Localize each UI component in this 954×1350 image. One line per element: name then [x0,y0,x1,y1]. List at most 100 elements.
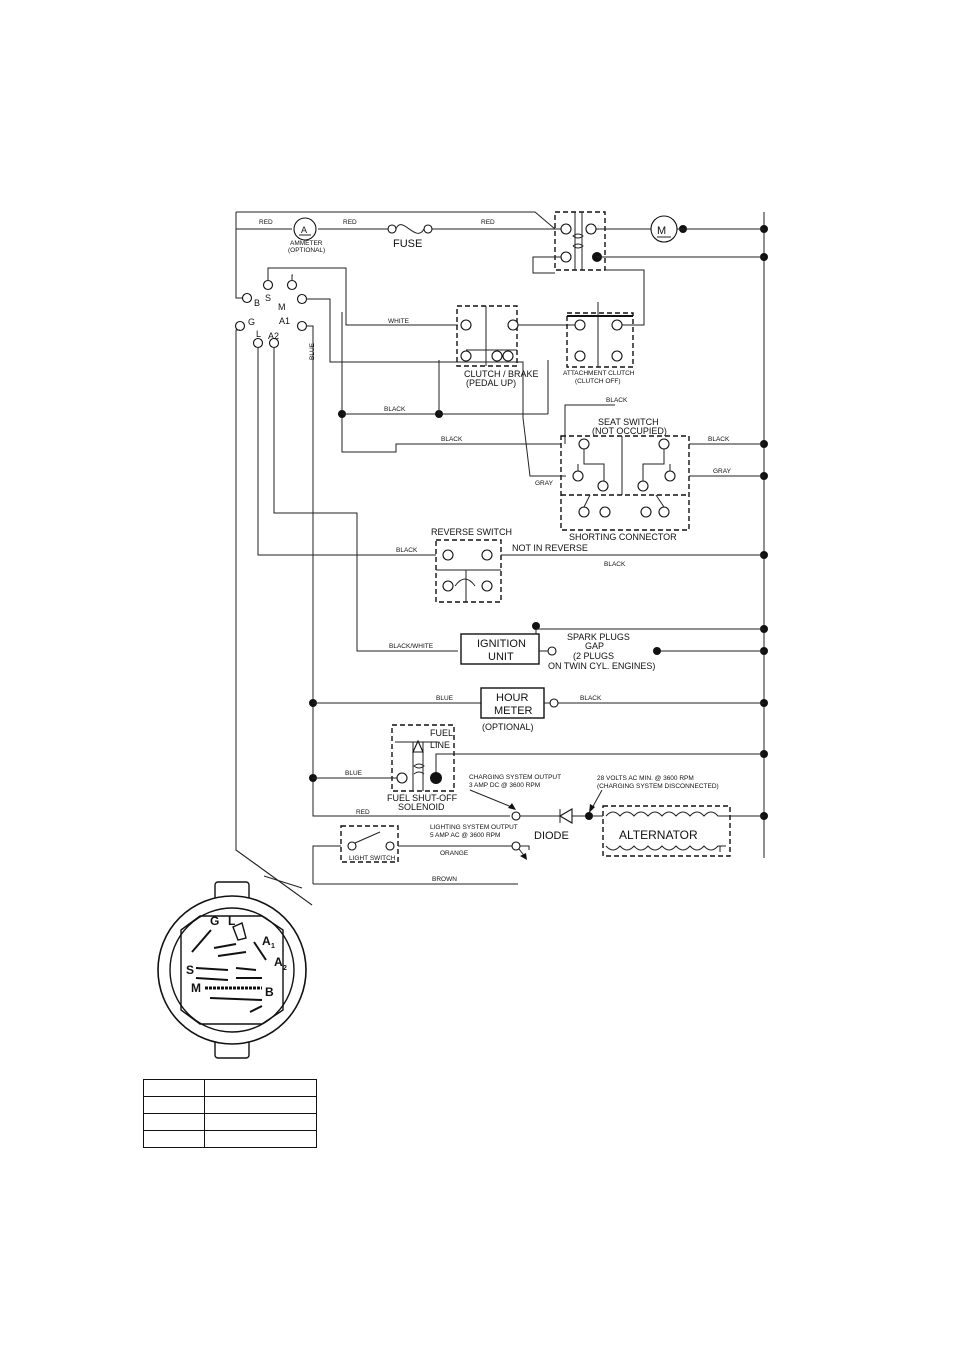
wire-label-black-white: BLACK/WHITE [389,643,434,650]
clutch-brake-switch: CLUTCH / BRAKE (PEDAL UP) [456,305,539,388]
ammeter-optional: (OPTIONAL) [288,247,325,254]
volts-label-1: 28 VOLTS AC MIN. @ 3600 RPM [597,775,694,782]
ignition-unit-label-2: UNIT [488,651,514,663]
connector-pin-m: M [191,981,201,995]
seat-switch-label-1: SEAT SWITCH [598,417,659,427]
starter-motor: M [596,215,764,258]
alternator-label: ALTERNATOR [619,828,698,842]
shorting-connector-label: SHORTING CONNECTOR [569,532,677,542]
table-cell [143,1130,205,1148]
wire-label-blue-hour: BLUE [436,695,454,702]
charging-output-label-1: CHARGING SYSTEM OUTPUT [469,774,561,781]
table-cell [143,1113,205,1131]
lighting-output-label-1: LIGHTING SYSTEM OUTPUT [430,824,518,831]
ignition-terminal-l: L [256,329,261,339]
table-cell [204,1079,317,1097]
wire-label-black-clutch: BLACK [384,406,406,413]
wire-label-black-attach: BLACK [606,397,628,404]
connector-pin-b: B [265,985,274,999]
volts-label-2: (CHARGING SYSTEM DISCONNECTED) [597,783,719,790]
reverse-switch-label: REVERSE SWITCH [431,527,512,537]
connector-pin-s: S [186,963,194,977]
light-switch-label: LIGHT SWITCH [349,855,396,862]
diode-label: DIODE [534,830,569,842]
ignition-terminal-b: B [254,298,260,308]
attachment-clutch-label-2: (CLUTCH OFF) [575,378,621,385]
ignition-terminal-a1: A1 [279,316,290,326]
wire-label-black-reverse: BLACK [396,547,418,554]
table-row [143,1096,317,1114]
hour-meter: HOUR METER BLUE BLACK (OPTIONAL) [313,687,764,732]
ammeter: A AMMETER (OPTIONAL) [288,217,325,254]
not-in-reverse-label: NOT IN REVERSE [512,543,588,553]
attachment-clutch-label-1: ATTACHMENT CLUTCH [563,370,635,377]
table-cell [204,1096,317,1114]
ignition-terminal-m: M [278,302,286,312]
wire-label-red-bottom: RED [356,809,370,816]
connector-pin-a2: A [274,955,283,969]
lighting-system: LIGHTING SYSTEM OUTPUT 5 AMP AC @ 3600 R… [312,824,530,885]
connector-face: G L A 1 S A 2 M B [157,849,313,1059]
fuel-line-label-1: FUEL [430,728,453,738]
spark-plugs-label-2: GAP [585,641,604,651]
fuel-solenoid-label-1: FUEL SHUT-OFF [387,793,458,803]
ignition-terminal-g: G [248,317,255,327]
hour-meter-optional: (OPTIONAL) [482,722,534,732]
top-red-wire: RED RED RED [235,211,566,299]
charging-system: CHARGING SYSTEM OUTPUT 3 AMP DC @ 3600 R… [356,774,719,842]
attachment-clutch-switch: ATTACHMENT CLUTCH (CLUTCH OFF) [563,269,645,385]
table-row [143,1079,317,1097]
wire-label-gray-seat: GRAY [535,480,554,487]
ignition-unit-label-1: IGNITION [477,638,526,650]
connector-pin-g: G [210,914,219,928]
ammeter-label: AMMETER [290,240,323,247]
wire-label-orange: ORANGE [440,850,469,857]
wire-label-black-hour: BLACK [580,695,602,702]
wire-label-gray-seat-right: GRAY [713,468,732,475]
table-cell [143,1096,205,1114]
table-row [143,1113,317,1131]
wire-label-black-reverse-right: BLACK [604,561,626,568]
ammeter-letter: A [301,225,307,235]
wire-label-blue-vertical: BLUE [309,342,316,360]
fuel-solenoid: FUEL LINE BLUE FUEL SHUT-OFF SOLENOID [313,724,764,812]
table-row [143,1130,317,1148]
connector-pin-a1-sub: 1 [271,943,275,950]
connector-pin-a2-sub: 2 [283,965,287,972]
seat-switch: SEAT SWITCH (NOT OCCUPIED) SHORTING CONN… [560,417,690,542]
reverse-switch: REVERSE SWITCH [431,527,512,603]
charging-output-label-2: 3 AMP DC @ 3600 RPM [469,782,540,789]
legend-table [143,1079,317,1148]
clutch-brake-label-1: CLUTCH / BRAKE [464,369,539,379]
fuel-line-label-2: LINE [430,740,450,750]
fuse-label: FUSE [393,238,422,250]
hour-meter-label-2: METER [494,705,533,717]
clutch-brake-label-2: (PEDAL UP) [466,378,516,388]
connector-pin-l: L [228,914,235,928]
ignition-terminal-a2: A2 [268,331,279,341]
lighting-output-label-2: 5 AMP AC @ 3600 RPM [430,832,500,839]
table-cell [143,1079,205,1097]
wire-label-red-3: RED [481,219,495,226]
spark-plugs-label-4: ON TWIN CYL. ENGINES) [548,661,655,671]
table-cell [204,1130,317,1148]
wire-label-black-seat: BLACK [441,436,463,443]
table-cell [204,1113,317,1131]
connector-pin-a1: A [262,934,271,948]
wire-label-brown: BROWN [432,876,457,883]
starter-solenoid [532,211,606,274]
wire-label-red-2: RED [343,219,357,226]
wire-label-black-seat-right: BLACK [708,436,730,443]
seat-switch-label-2: (NOT OCCUPIED) [592,426,667,436]
motor-letter: M [657,225,666,237]
wire-label-blue-solenoid: BLUE [345,770,363,777]
spark-plugs-label-1: SPARK PLUGS [567,632,630,642]
fuse: FUSE [387,224,433,250]
ignition-switch: B S M G A1 L A2 [234,279,308,349]
black-wires: BLACK BLACK BLACK [309,312,628,782]
wire-label-white: WHITE [388,318,410,325]
ignition-terminal-s: S [265,293,271,303]
alternator: ALTERNATOR [602,805,764,857]
wire-label-red-1: RED [259,219,273,226]
